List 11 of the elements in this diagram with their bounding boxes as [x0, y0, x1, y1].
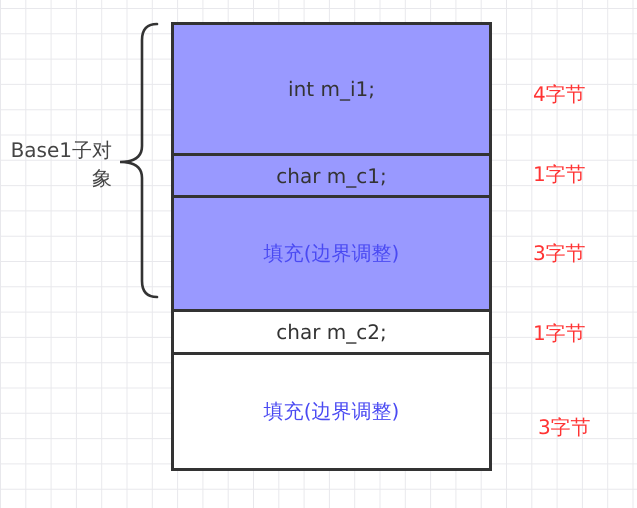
padding-block: 填充(边界调整): [171, 195, 492, 312]
memory-block: int m_i1;: [171, 22, 492, 156]
memory-block: char m_c1;: [171, 153, 492, 198]
byte-size-label: 3字节: [538, 414, 591, 441]
byte-size-label: 4字节: [533, 81, 586, 108]
memory-block: char m_c2;: [171, 309, 492, 355]
brace-label: Base1子对象: [10, 137, 112, 192]
byte-size-label: 1字节: [533, 161, 586, 188]
byte-size-label: 1字节: [533, 320, 586, 347]
padding-block: 填充(边界调整): [171, 352, 492, 471]
byte-size-label: 3字节: [533, 240, 586, 267]
